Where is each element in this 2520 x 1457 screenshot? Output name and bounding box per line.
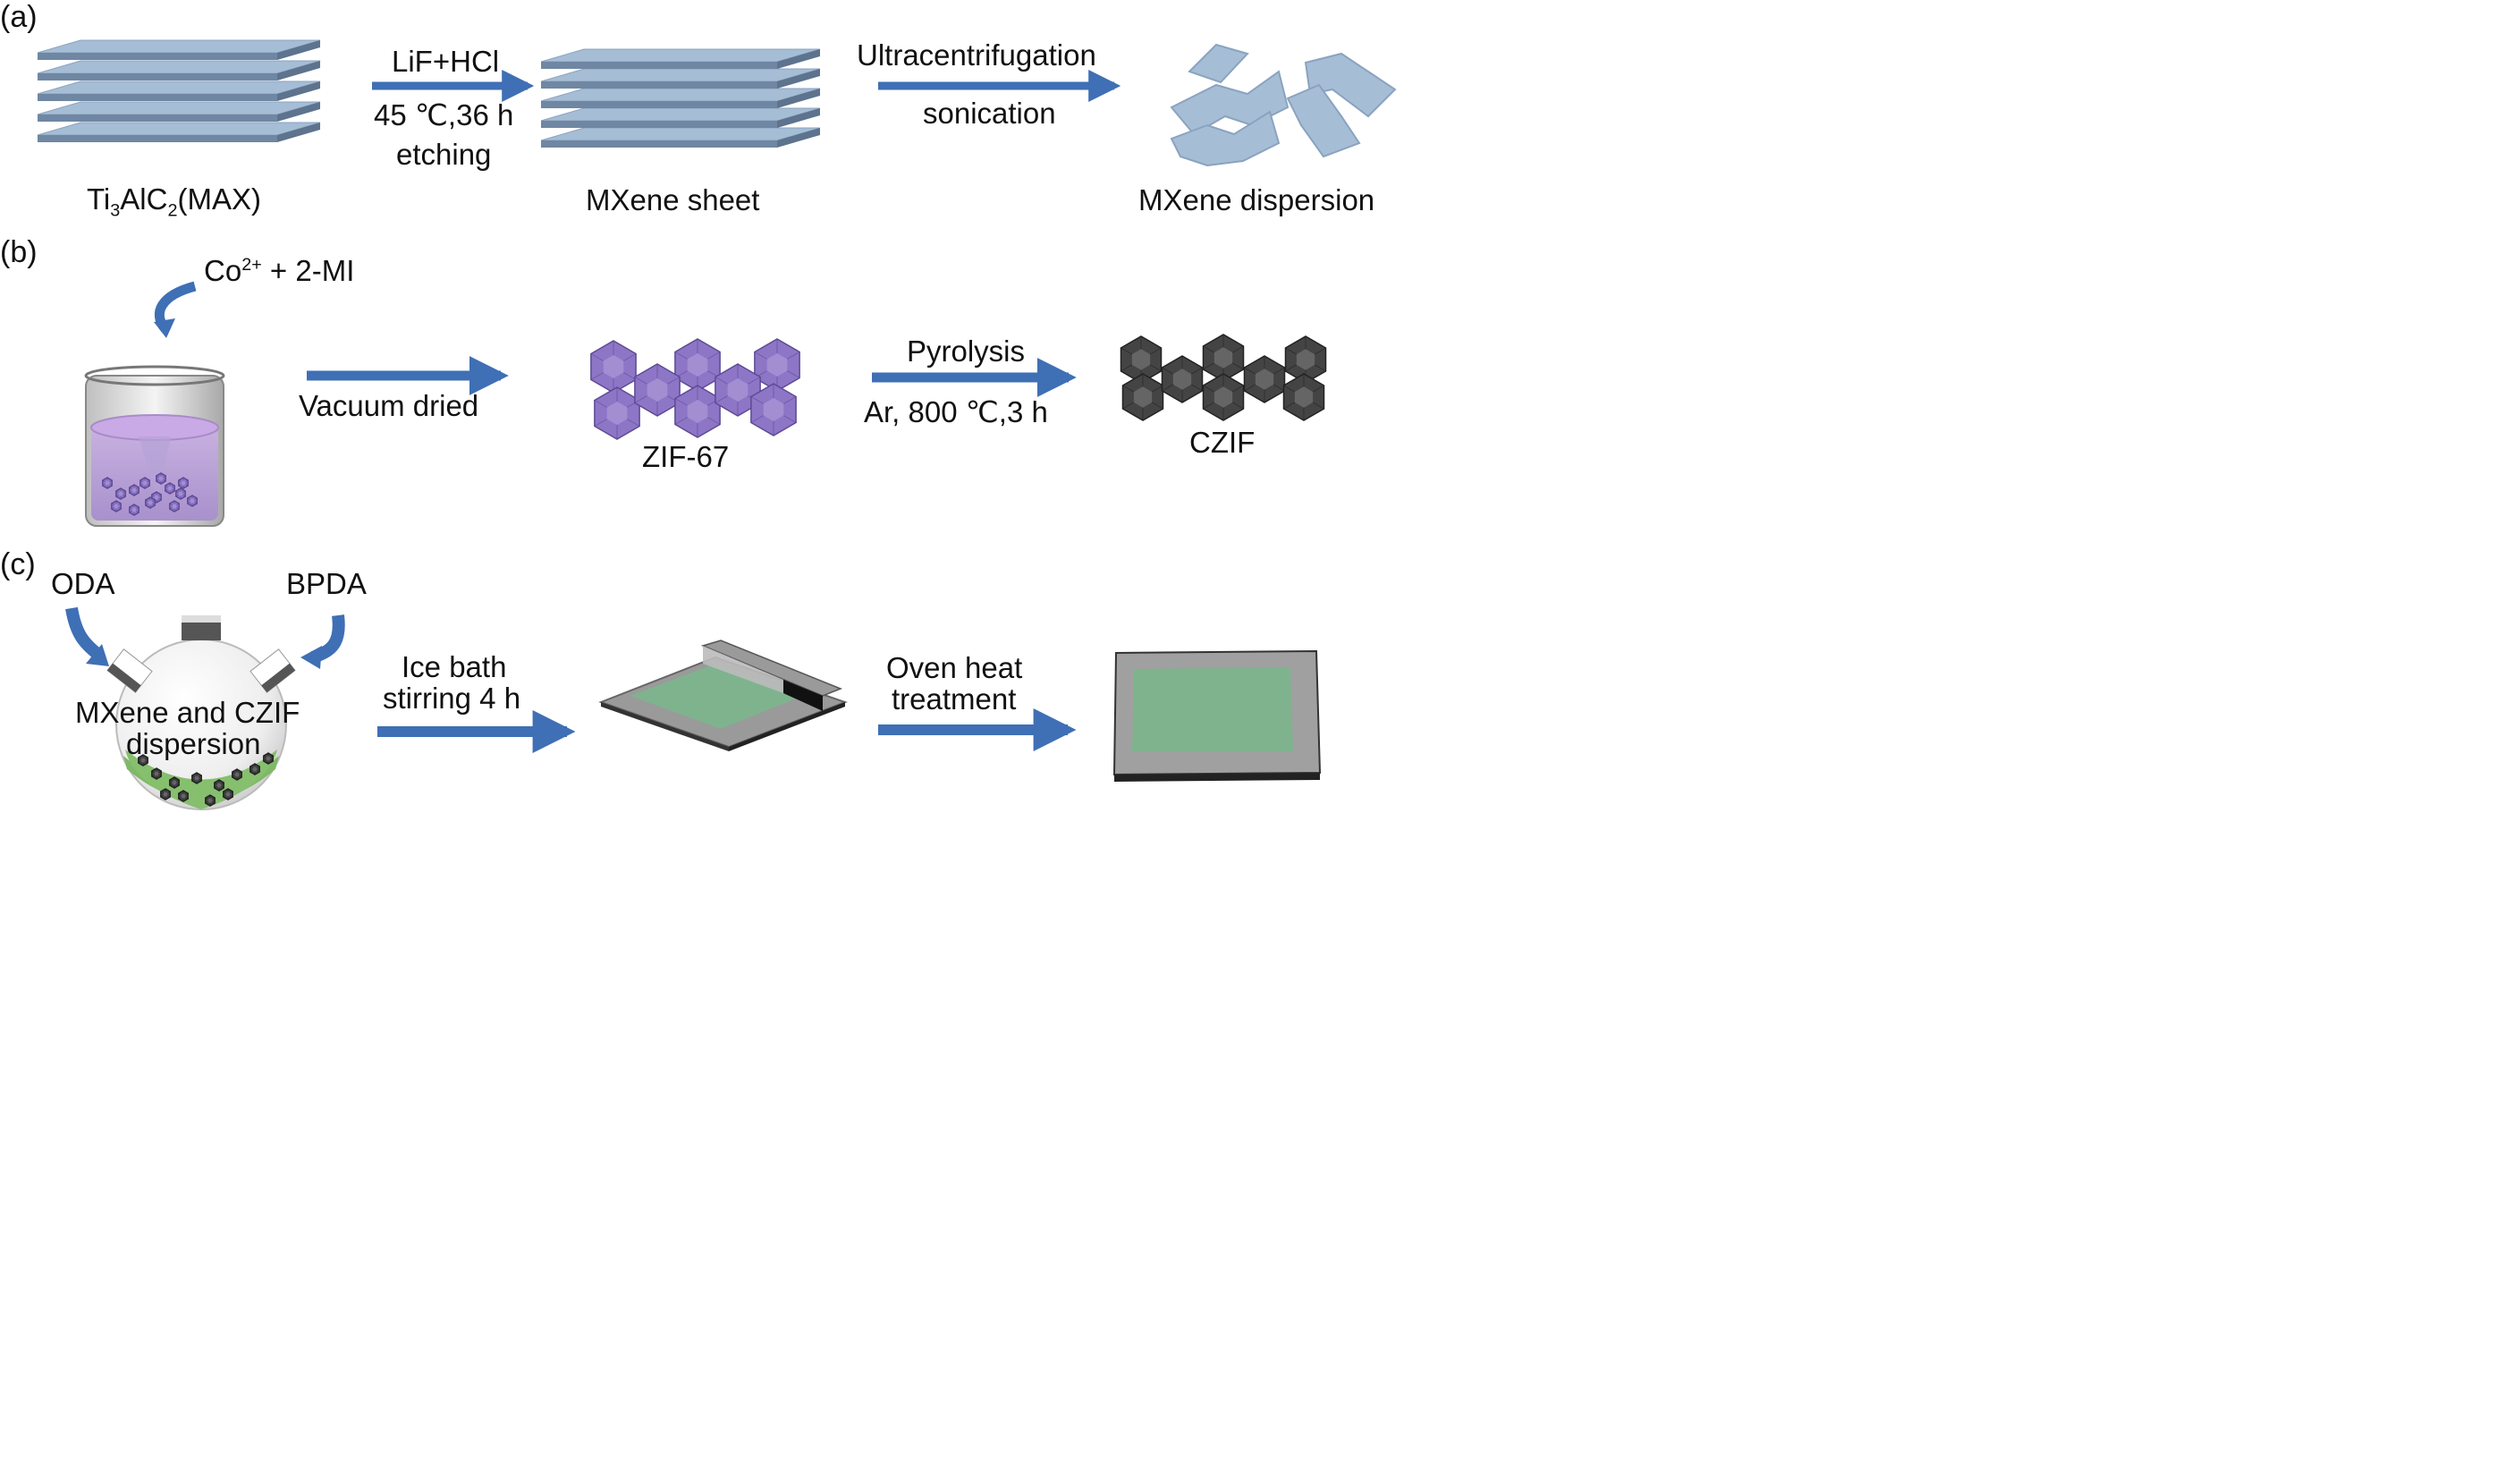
flask-particle	[151, 767, 162, 780]
sonication-label: sonication	[923, 97, 1056, 130]
ultracentrifugation-label: Ultracentrifugation	[857, 38, 1096, 72]
mxene-layer	[540, 127, 821, 148]
max-alc: AlC	[120, 182, 168, 216]
mxene-layer	[540, 88, 821, 108]
beaker-particle	[169, 500, 180, 512]
beaker-particle	[111, 500, 122, 512]
mxene-flakes	[1170, 43, 1397, 167]
zif67-crystal	[750, 383, 797, 436]
beaker-particle	[140, 477, 150, 489]
max-layer	[37, 80, 321, 101]
flask-particle	[232, 768, 242, 781]
beaker-particle	[165, 482, 175, 495]
flask-particle	[169, 776, 180, 789]
beaker-particle	[145, 496, 156, 509]
beaker-particle	[102, 477, 113, 489]
panel-c-label: (c)	[0, 547, 36, 581]
stirring-label: stirring 4 h	[383, 682, 521, 715]
flask-particle	[138, 754, 148, 767]
final-film	[1112, 649, 1322, 782]
czif-label: CZIF	[1189, 426, 1256, 459]
zif67-crystals	[590, 338, 800, 440]
oven-heat-label: Oven heat	[886, 651, 1023, 684]
max-sub-3: 3	[110, 200, 121, 221]
arrow-oda	[65, 606, 103, 660]
flask-particle	[249, 763, 260, 775]
flask-particle	[223, 788, 233, 801]
czif-crystal	[1282, 373, 1325, 421]
film-casting-setup	[598, 640, 848, 751]
czif-crystal	[1243, 355, 1286, 403]
ice-bath-label: Ice bath	[402, 650, 507, 683]
flask-particle	[160, 788, 171, 801]
beaker	[84, 365, 225, 527]
zif67-crystal	[754, 338, 800, 392]
etching-conditions: 45 ℃,36 h	[374, 98, 514, 131]
flask-particle	[214, 779, 224, 792]
figure-graphics	[37, 39, 1397, 810]
beaker-particle	[187, 495, 198, 507]
max-layer	[37, 39, 321, 60]
max-layer	[37, 122, 321, 142]
mxene-layer	[540, 48, 821, 69]
max-layer	[37, 60, 321, 80]
zif67-crystal	[590, 340, 637, 394]
zif67-crystal	[634, 363, 681, 417]
schematic-figure: (a) Ti3AlC2(MAX) LiF+HCl 45 ℃,36 h etchi…	[0, 0, 1402, 810]
etching-label: etching	[396, 138, 492, 171]
beaker-particle	[175, 487, 186, 500]
zif67-crystal	[674, 338, 721, 392]
max-suffix: (MAX)	[177, 182, 261, 216]
flask-particle	[205, 794, 216, 807]
beaker-particle	[178, 477, 189, 489]
mxene-sheet-label: MXene sheet	[586, 183, 760, 216]
czif-crystal	[1202, 373, 1245, 421]
bpda-label: BPDA	[286, 567, 367, 600]
flask-content-line2: dispersion	[126, 727, 261, 760]
zif67-crystal	[715, 363, 761, 417]
mxene-layer	[540, 107, 821, 128]
zif67-crystal	[674, 385, 721, 438]
flask-particle	[178, 790, 189, 802]
pyrolysis-conditions: Ar, 800 ℃,3 h	[864, 395, 1048, 428]
flask-particle	[263, 752, 274, 765]
panel-b-label: (b)	[0, 235, 38, 269]
max-sub-2: 2	[167, 200, 178, 221]
pyrolysis-label: Pyrolysis	[907, 335, 1026, 368]
mxene-layer	[540, 68, 821, 89]
beaker-particle	[129, 504, 140, 516]
reagent-co: Co	[204, 254, 242, 287]
max-layer	[37, 101, 321, 122]
treatment-label: treatment	[892, 682, 1017, 716]
mxene-dispersion-label: MXene dispersion	[1138, 183, 1375, 216]
czif-crystal	[1161, 355, 1204, 403]
max-layered-stack	[37, 39, 321, 142]
three-neck-flask	[106, 615, 296, 810]
czif-crystals	[1120, 334, 1327, 421]
reagent-rest: + 2-MI	[261, 254, 355, 287]
panel-a-label: (a)	[0, 0, 38, 34]
zif67-label: ZIF-67	[642, 440, 730, 473]
reagent-label: Co2+ + 2-MI	[204, 256, 354, 285]
zif67-crystal	[594, 386, 640, 440]
beaker-particle	[156, 472, 166, 485]
oda-label: ODA	[51, 567, 115, 600]
max-phase-label: Ti3AlC2(MAX)	[87, 184, 261, 220]
beaker-particle	[115, 487, 126, 500]
max-ti: Ti	[87, 182, 111, 216]
beaker-particle	[129, 484, 140, 496]
vacuum-dried-label: Vacuum dried	[299, 389, 479, 422]
mxene-sheet-stack	[540, 48, 821, 148]
flask-particle	[191, 772, 202, 784]
reagent-charge: 2+	[241, 255, 262, 275]
etchant-label: LiF+HCl	[392, 45, 500, 78]
czif-crystal	[1121, 373, 1164, 421]
czif-crystal	[1120, 335, 1163, 384]
flask-content-line1: MXene and CZIF	[75, 696, 300, 729]
